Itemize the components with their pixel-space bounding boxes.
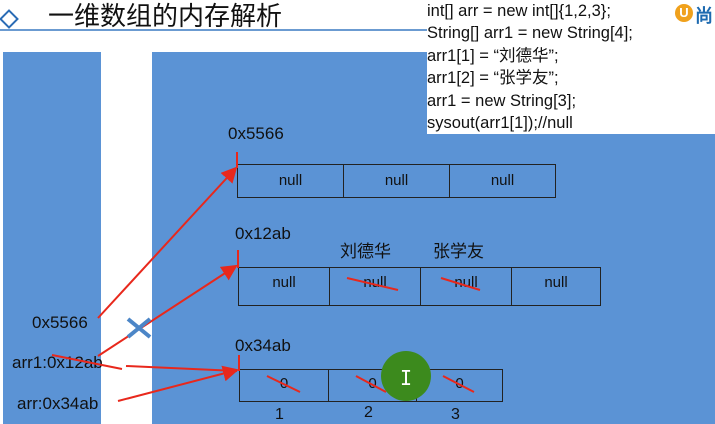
code-line-3: arr1[1] = “刘德华”; [427,46,559,65]
heap-address-b: 0x12ab [235,224,291,243]
arrow-to-array-a [97,166,238,319]
array-c-value-label: 1 [275,406,284,423]
strike-null [440,277,481,291]
title-underline [0,29,430,31]
code-line-2: String[] arr1 = new String[4]; [427,24,633,43]
cross-mark-icon [126,317,152,339]
strike-zero [442,375,475,393]
code-line-4: arr1[2] = “张学友”; [427,69,559,88]
stack-var-addr: 0x5566 [32,313,88,332]
array-a-cell: null [237,164,344,198]
heap-address-c: 0x34ab [235,336,291,355]
code-block: int[] arr = new int[]{1,2,3}; String[] a… [427,0,715,135]
strike-zero [355,375,387,393]
assigned-value-2: 张学友 [433,242,484,262]
logo-text: 尚 [695,6,713,26]
array-c-value-label: 3 [451,406,460,423]
strike-old-address [51,354,123,370]
arrow-to-array-c [117,365,239,402]
arrow-arr1-to-c [125,365,238,372]
array-a-cell: null [449,164,556,198]
arrow-to-array-b [97,264,238,357]
code-line-5: arr1 = new String[3]; [427,91,577,110]
array-a-cell: null [343,164,450,198]
code-line-1: int[] arr = new int[]{1,2,3}; [427,2,611,20]
array-b-cell: null [511,267,601,306]
slide-title: 一维数组的内存解析 [48,2,283,32]
code-line-6: sysout(arr1[1]);//null [427,114,573,133]
brand-logo: U 尚 [675,2,715,26]
text-cursor-icon: I [400,366,413,390]
assigned-value-1: 刘德华 [340,242,391,262]
stack-var-arr: arr:0x34ab [17,394,99,413]
heap-address-a: 0x5566 [228,124,284,143]
strike-zero [266,375,301,393]
array-b-cell: null [238,267,330,306]
stack-var-arr1: arr1:0x12ab [12,353,103,372]
cursor-highlight [381,351,431,401]
array-c-value-label: 2 [364,404,373,421]
logo-u-icon: U [675,4,693,22]
strike-null [346,277,399,291]
